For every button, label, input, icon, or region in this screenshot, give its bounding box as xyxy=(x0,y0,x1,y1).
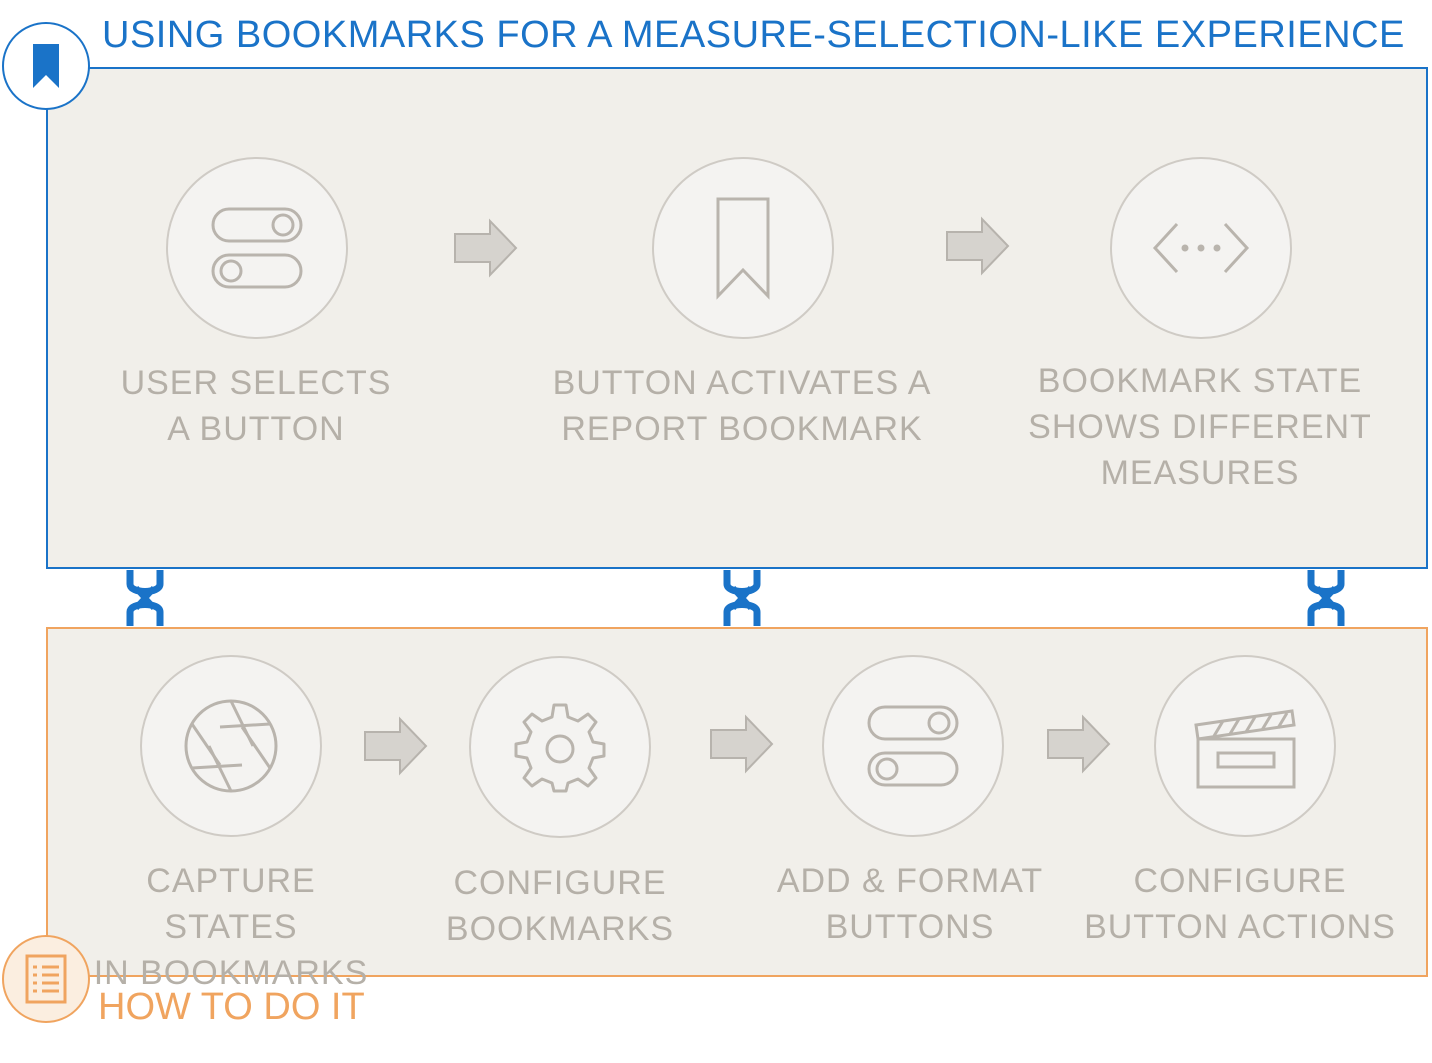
step-label-bookmark-state: BOOKMARK STATE SHOWS DIFFERENT MEASURES xyxy=(1028,362,1372,492)
flow-arrow xyxy=(454,218,518,278)
step-label-user-selects: USER SELECTS A BUTTON xyxy=(120,364,392,448)
flow-arrow xyxy=(946,216,1010,276)
step-circle-configure-actions xyxy=(1154,655,1336,837)
step-circle-capture-states xyxy=(140,655,322,837)
step-circle-configure-bookmarks xyxy=(469,656,651,838)
clapperboard-icon xyxy=(1194,709,1296,789)
chain-link-icon xyxy=(723,570,761,626)
step-circle-button-activates xyxy=(652,157,834,339)
step-label-add-format-buttons: ADD & FORMAT BUTTONS xyxy=(776,862,1044,946)
diagram-title: USING BOOKMARKS FOR A MEASURE-SELECTION-… xyxy=(102,14,1405,56)
step-circle-add-format-buttons xyxy=(822,655,1004,837)
header-badge xyxy=(2,22,90,110)
footer-badge xyxy=(2,935,90,1023)
checklist-icon xyxy=(25,954,67,1004)
chain-link-icon xyxy=(126,570,164,626)
step-circle-bookmark-state xyxy=(1110,157,1292,339)
flow-arrow xyxy=(364,716,428,776)
bookmark-outline-icon xyxy=(716,197,770,300)
flow-arrow xyxy=(1047,714,1111,774)
code-dots-icon xyxy=(1152,222,1250,274)
bookmark-icon xyxy=(33,44,59,88)
toggle-switches-icon xyxy=(867,705,959,787)
camera-aperture-icon xyxy=(184,699,278,793)
flow-arrow xyxy=(710,714,774,774)
section-title-how: HOW TO DO IT xyxy=(98,986,365,1028)
step-label-capture-states: CAPTURE STATES IN BOOKMARKS xyxy=(93,862,369,992)
step-circle-user-selects xyxy=(166,157,348,339)
step-label-configure-bookmarks: CONFIGURE BOOKMARKS xyxy=(445,864,675,948)
toggle-switches-icon xyxy=(211,207,303,289)
gear-icon xyxy=(514,703,606,793)
step-label-button-activates: BUTTON ACTIVATES A REPORT BOOKMARK xyxy=(552,364,932,448)
chain-link-icon xyxy=(1307,570,1345,626)
step-label-configure-actions: CONFIGURE BUTTON ACTIONS xyxy=(1084,862,1396,946)
